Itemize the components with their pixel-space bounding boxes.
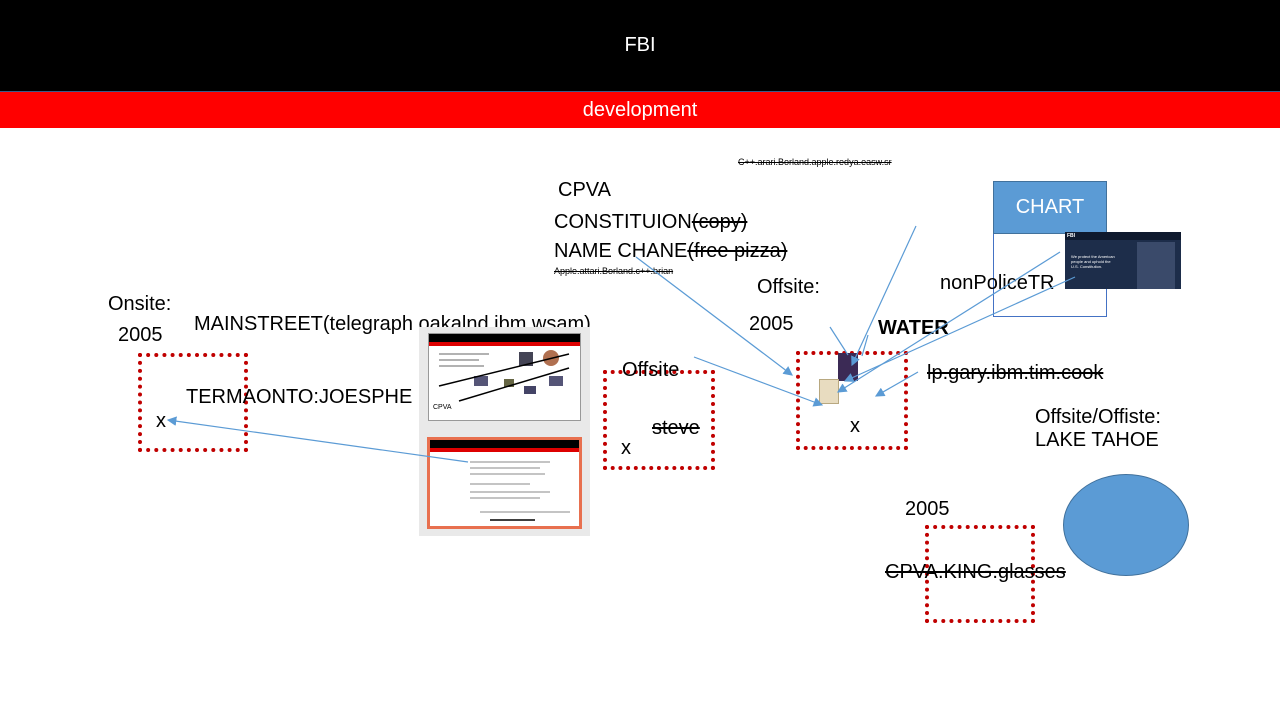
name-change-struck-text: (free pizza) bbox=[687, 240, 788, 262]
slide-thumbnail-top: CPVA bbox=[428, 333, 581, 421]
slide-thumbnail-label: CPVA bbox=[433, 404, 452, 411]
constitution-line: CONSTITUION(copy) bbox=[554, 211, 747, 234]
constitution-struck-text: (copy) bbox=[691, 211, 748, 233]
person-photo-thumbnail bbox=[838, 353, 858, 381]
termaonto-text: TERMAONTO:JOESPHE bbox=[186, 386, 413, 408]
fbi-website-brand: FBI bbox=[1067, 233, 1076, 239]
top-struck-text: C++.arari.Borland.apple.redya.easw.sr bbox=[738, 157, 892, 167]
slide-thumbnail-top-drawing bbox=[438, 350, 570, 402]
constitution-document-thumbnail bbox=[819, 379, 839, 404]
page-subtitle: development bbox=[582, 98, 698, 121]
arrow-from-top bbox=[851, 225, 917, 367]
subtitle-bar: development bbox=[0, 92, 1280, 128]
fbi-website-thumbnail: FBI We protect the American people and u… bbox=[1065, 232, 1181, 289]
onsite-label: Onsite: bbox=[108, 293, 172, 315]
nonpolice-text: nonPoliceTR bbox=[940, 272, 1055, 294]
slide-thumbnail-bottom-drawing bbox=[470, 461, 570, 521]
lp-struck-text: lp.gary.ibm.tim.cook bbox=[927, 362, 1104, 384]
slide-thumbnails-group: CPVA bbox=[419, 327, 590, 536]
lake-year: 2005 bbox=[905, 498, 950, 520]
cpva-king-label: CPVA.KING.glasses bbox=[885, 561, 1066, 583]
lake-tahoe-label: LAKE TAHOE bbox=[1035, 429, 1159, 451]
onsite-x-mark: x bbox=[156, 410, 166, 432]
name-change-text: NAME CHANE bbox=[554, 240, 688, 262]
constitution-text: CONSTITUION bbox=[554, 211, 692, 233]
page-title: FBI bbox=[624, 34, 656, 56]
blue-circle-shape bbox=[1063, 474, 1189, 576]
offsite-label-right: Offsite: bbox=[757, 276, 820, 298]
offsite-x-mark: x bbox=[621, 437, 631, 459]
water-label: WATER bbox=[878, 317, 949, 339]
water-x-mark: x bbox=[850, 415, 860, 437]
fbi-agent-photo bbox=[1137, 242, 1175, 289]
offsite-offiste-label: Offsite/Offiste: bbox=[1035, 406, 1161, 428]
slide-thumbnail-bottom bbox=[427, 437, 582, 529]
cpva-label: CPVA bbox=[558, 179, 611, 201]
offsite-year: 2005 bbox=[749, 313, 794, 335]
small-struck-text: Apple.attari.Borland.c++.brian bbox=[554, 266, 674, 276]
steve-struck-text: steve bbox=[652, 417, 700, 439]
cpva-king-text: CPVA.KING.glasses bbox=[885, 561, 1066, 584]
chart-label: CHART bbox=[1015, 196, 1085, 218]
lake-dotted-box bbox=[925, 525, 1035, 623]
offsite-label-middle: Offsite bbox=[622, 359, 680, 381]
name-change-line: NAME CHANE(free pizza) bbox=[554, 240, 787, 263]
onsite-year: 2005 bbox=[118, 324, 163, 346]
title-bar: FBI bbox=[0, 0, 1280, 92]
chart-header: CHART bbox=[993, 181, 1107, 234]
fbi-website-text: We protect the American people and uphol… bbox=[1071, 254, 1115, 269]
